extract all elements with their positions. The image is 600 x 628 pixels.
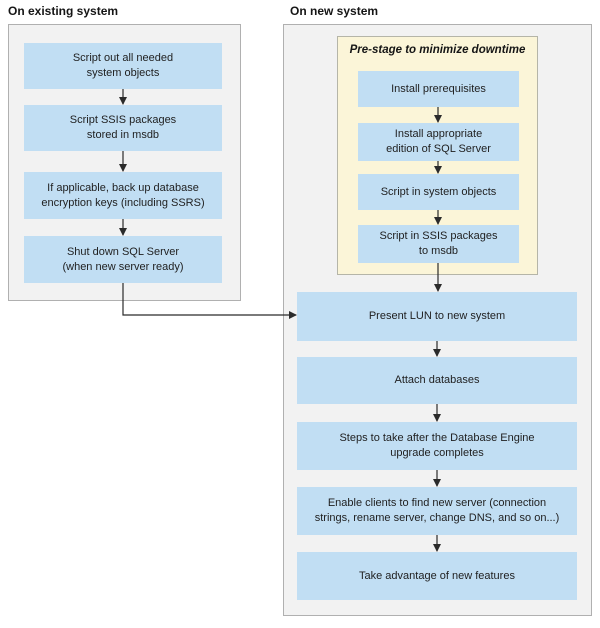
step-script-out-system-objects: Script out all needed system objects — [24, 43, 222, 89]
step-script-in-system-objects: Script in system objects — [358, 174, 519, 210]
step-script-ssis-packages: Script SSIS packages stored in msdb — [24, 105, 222, 151]
step-attach-databases: Attach databases — [297, 357, 577, 404]
step-install-sql-server-edition: Install appropriate edition of SQL Serve… — [358, 123, 519, 161]
prestage-title: Pre-stage to minimize downtime — [349, 44, 526, 56]
existing-system-title: On existing system — [8, 4, 119, 18]
step-enable-clients: Enable clients to find new server (conne… — [297, 487, 577, 535]
step-shut-down-sql-server: Shut down SQL Server (when new server re… — [24, 236, 222, 283]
new-system-title: On new system — [290, 4, 379, 18]
step-present-lun: Present LUN to new system — [297, 292, 577, 341]
step-take-advantage-new-features: Take advantage of new features — [297, 552, 577, 600]
step-script-in-ssis-packages: Script in SSIS packages to msdb — [358, 225, 519, 263]
step-install-prerequisites: Install prerequisites — [358, 71, 519, 107]
step-post-upgrade-steps: Steps to take after the Database Engine … — [297, 422, 577, 470]
step-backup-encryption-keys: If applicable, back up database encrypti… — [24, 172, 222, 219]
